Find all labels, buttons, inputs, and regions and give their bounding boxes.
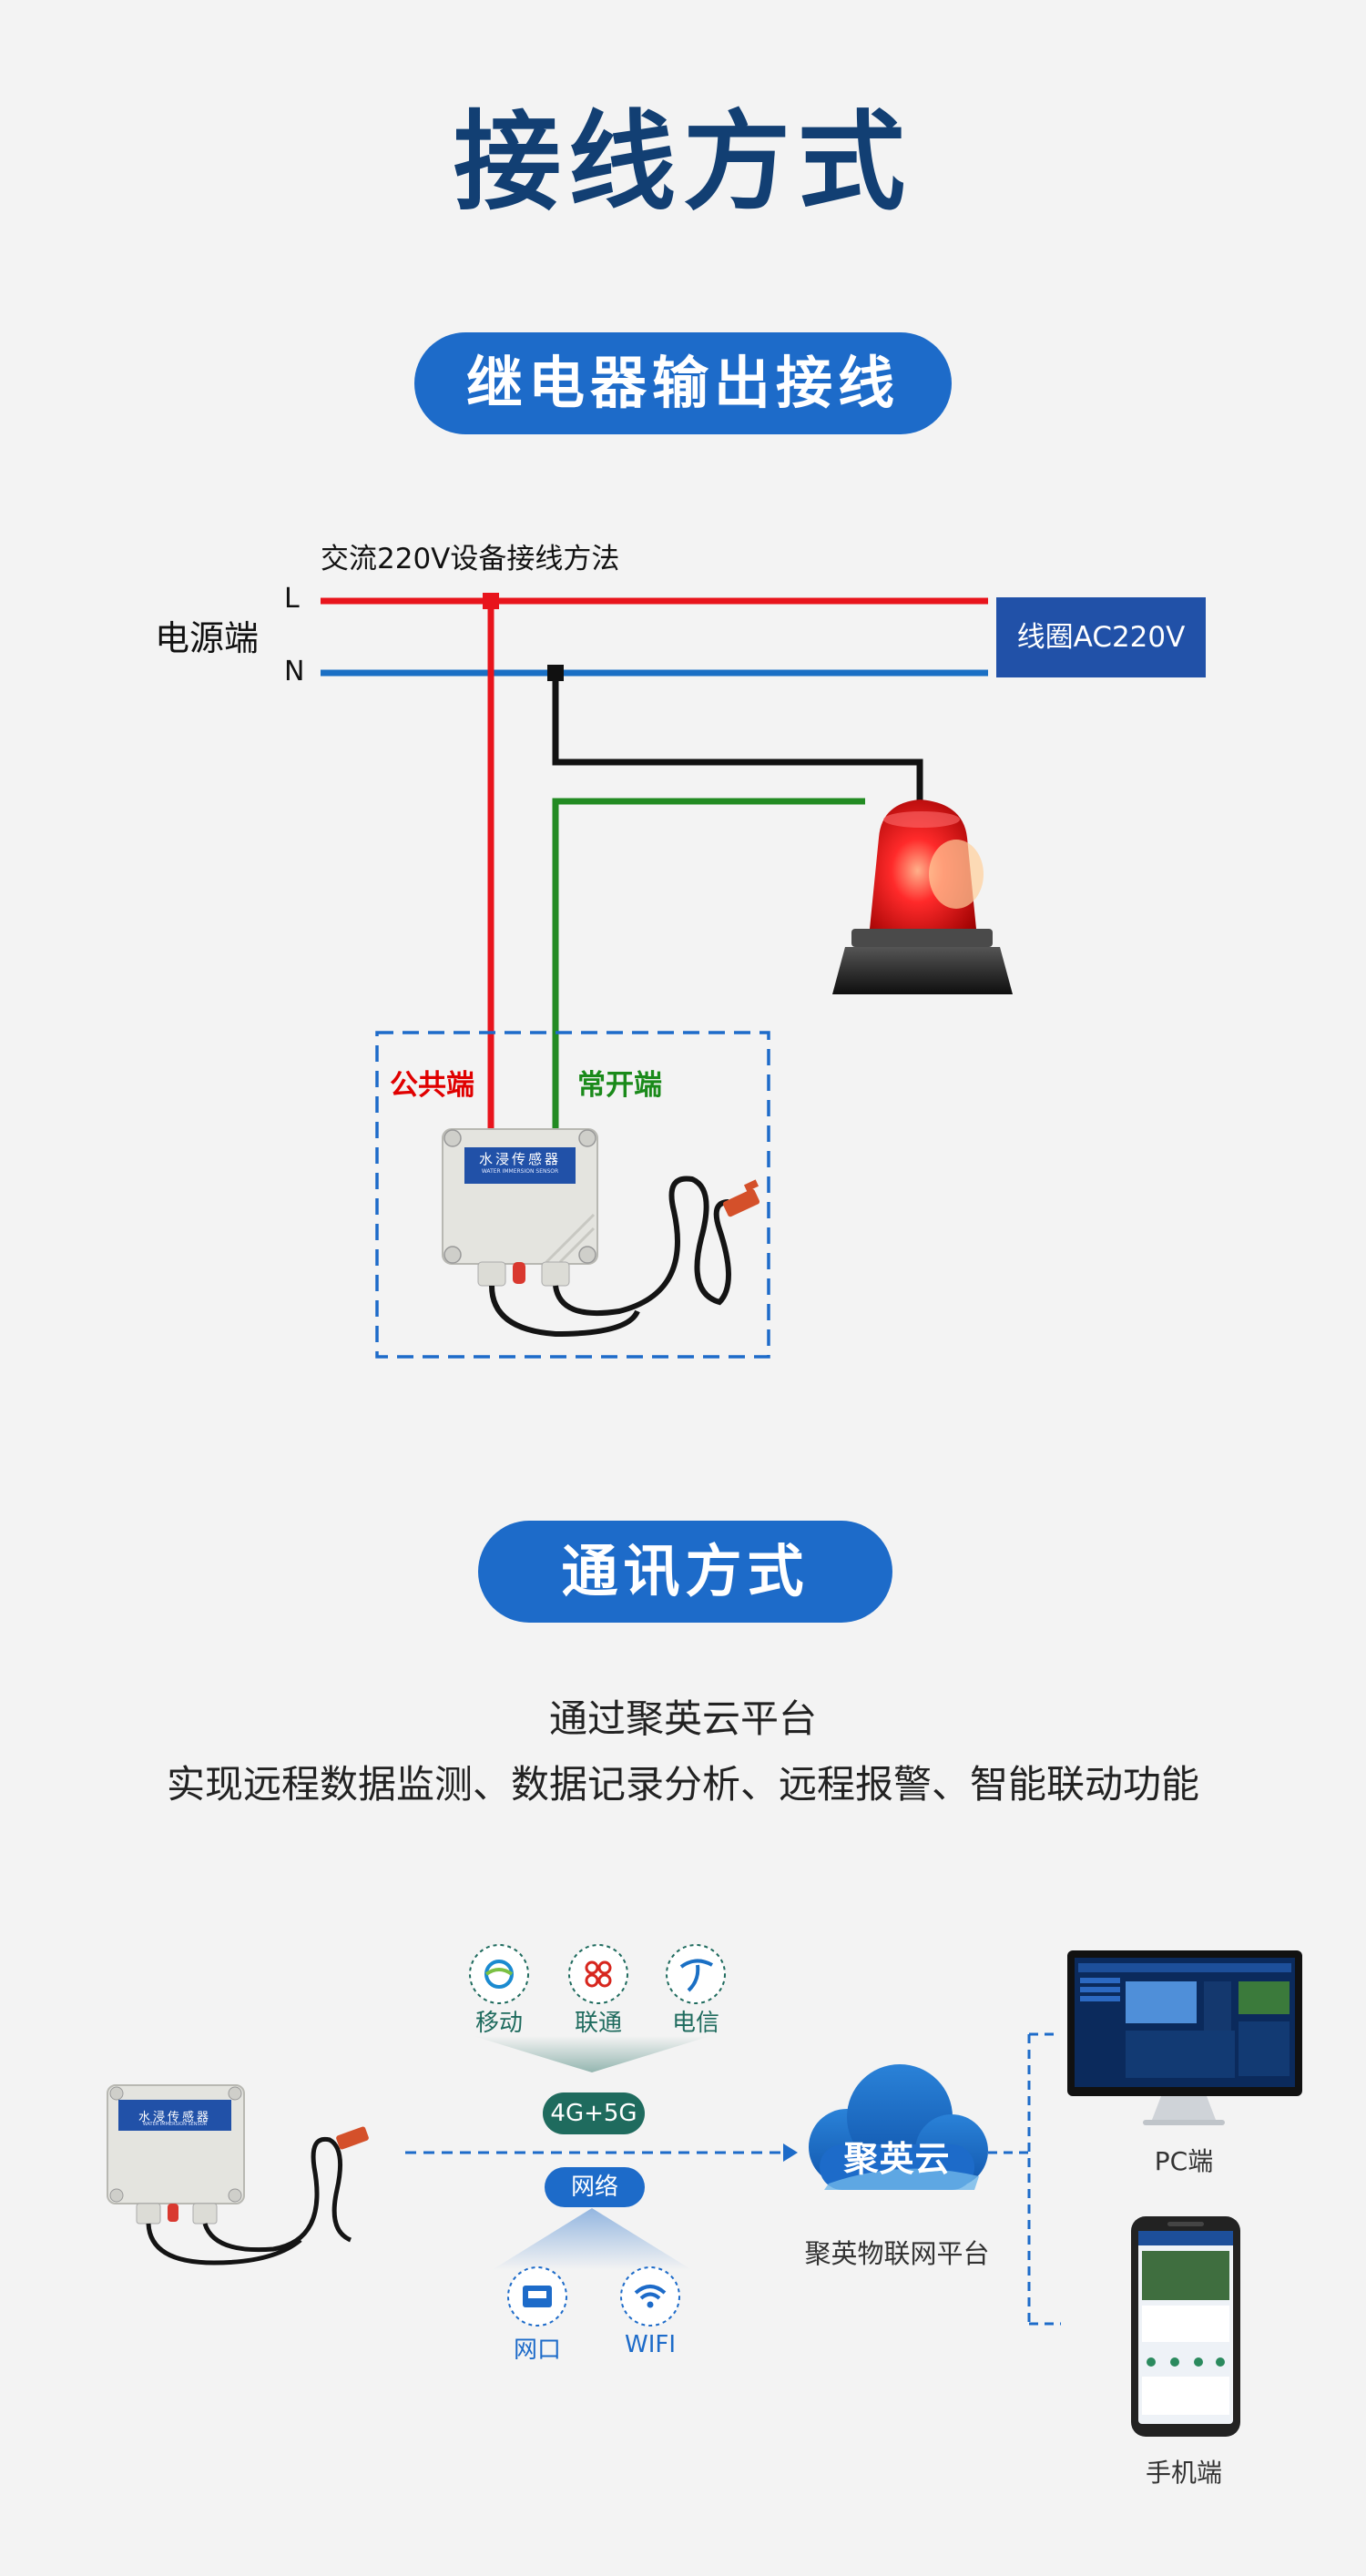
normally-open-wire (552, 798, 865, 1129)
pc-monitor-icon (1067, 1950, 1302, 2125)
sensor-device (442, 1128, 760, 1338)
carrier-icon-telecom (666, 1944, 726, 2004)
carrier-icon-mobile (469, 1944, 529, 2004)
alarm-lamp (832, 799, 1013, 994)
carrier-label-telecom: 电信 (671, 2010, 719, 2037)
cloud-logo-text: 聚英云 (843, 2139, 951, 2179)
wifi-label: WIFI (625, 2331, 676, 2358)
power-label: 电源端 (155, 618, 260, 658)
wiring-diagram (321, 593, 1013, 1359)
line-n-label: N (284, 656, 305, 687)
mobile-label: 手机端 (1145, 2458, 1222, 2488)
network-badge: 网络 (570, 2174, 618, 2201)
cloud-platform-label: 聚英物联网平台 (804, 2238, 990, 2269)
ethernet-port-icon (507, 2266, 567, 2327)
carrier-icon-unicom (568, 1944, 628, 2004)
cloud-platform-icon (809, 2064, 988, 2190)
device-plate-text: 水浸传感器 (478, 1151, 561, 1167)
comm-line-1: 通过聚英云平台 (548, 1696, 817, 1741)
method-label: 交流220V设备接线方法 (321, 543, 620, 575)
common-terminal-label: 公共端 (390, 1069, 474, 1102)
page-title: 接线方式 (453, 99, 912, 225)
device-plate-subtext-small: WATER IMMERSION SENSOR (142, 2122, 208, 2127)
carrier-label-unicom: 联通 (574, 2010, 622, 2037)
device-plate-text-small: 水浸传感器 (138, 2111, 211, 2124)
cellular-badge: 4G+5G (550, 2100, 637, 2127)
relay-section-pill: 继电器输出接线 (414, 332, 952, 434)
device-plate-subtext: WATER IMMERSION SENSOR (481, 1168, 559, 1175)
comm-section-pill: 通讯方式 (478, 1521, 892, 1623)
pc-label: PC端 (1154, 2146, 1214, 2176)
coil-label: 线圈AC220V (996, 597, 1206, 677)
line-l-label: L (284, 583, 300, 615)
ethernet-label: 网口 (513, 2337, 561, 2364)
wifi-icon (620, 2266, 680, 2327)
carrier-label-mobile: 移动 (474, 2010, 523, 2037)
cellular-badge-bg (543, 2092, 645, 2134)
comm-diagram (107, 1944, 1302, 2437)
sensor-device-small (107, 2084, 369, 2265)
comm-line-2: 实现远程数据监测、数据记录分析、远程报警、智能联动功能 (166, 1762, 1199, 1807)
lamp-neutral-wire (552, 673, 923, 810)
normally-open-terminal-label: 常开端 (577, 1069, 662, 1102)
mobile-phone-icon (1131, 2216, 1240, 2437)
network-badge-bg (545, 2167, 645, 2207)
